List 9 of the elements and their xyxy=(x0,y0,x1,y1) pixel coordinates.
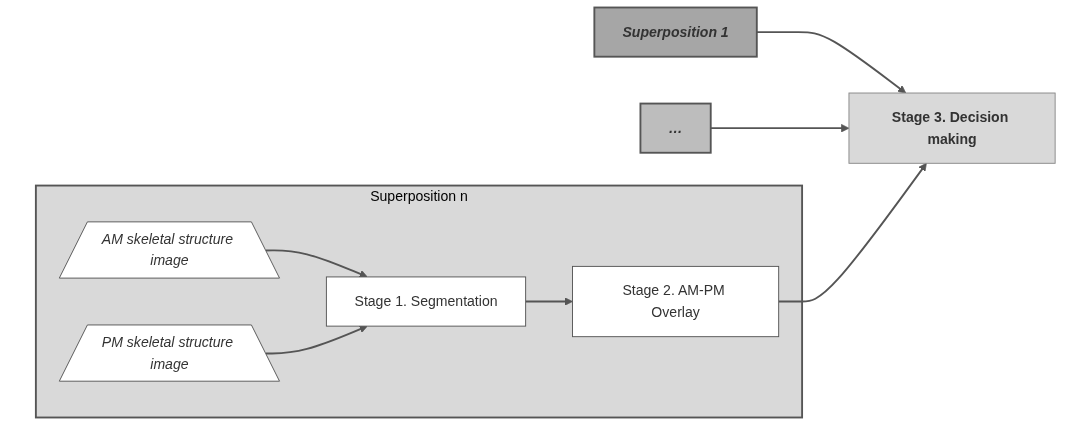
node-box: Stage 3. Decision making xyxy=(848,92,1056,164)
node-box: Stage 2. AM-PM Overlay xyxy=(572,265,780,338)
arrow xyxy=(265,249,368,278)
arrow xyxy=(265,325,368,355)
node-box: … xyxy=(639,102,712,154)
node-box: Stage 1. Segmentation xyxy=(325,276,527,327)
arrow xyxy=(777,162,927,303)
node-box: Superposition 1 xyxy=(593,6,758,58)
arrow xyxy=(524,297,573,306)
